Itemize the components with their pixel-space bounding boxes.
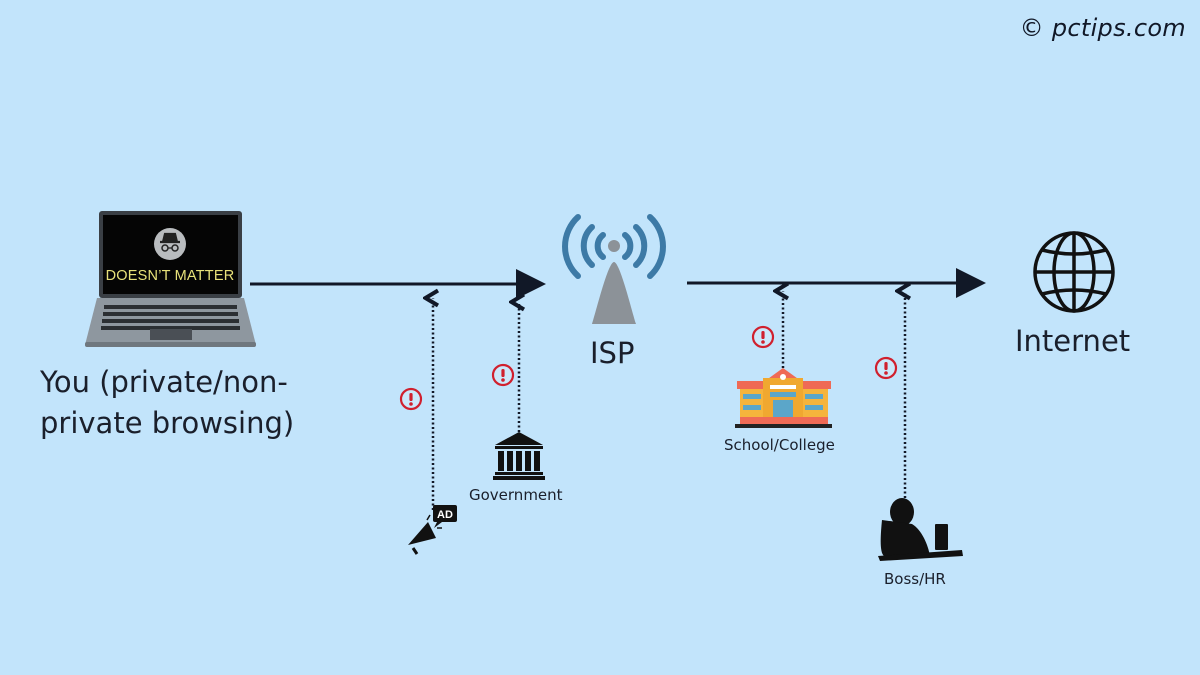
boss-label: Boss/HR (884, 570, 946, 588)
government-label: Government (469, 486, 563, 504)
laptop-incognito-icon (85, 211, 256, 347)
warning-icon (874, 356, 898, 380)
incognito-icon (154, 228, 186, 260)
megaphone-ad-icon: AD (408, 505, 457, 555)
government-building-icon (493, 432, 545, 480)
warning-icon (751, 325, 775, 349)
school-label: School/College (724, 436, 835, 454)
internet-label: Internet (1015, 324, 1131, 358)
ad-badge: AD (437, 509, 453, 521)
you-label: You (private/non- private browsing) (40, 362, 294, 444)
isp-label: ISP (590, 336, 635, 370)
globe-icon (1033, 231, 1115, 313)
you-label-line-2: private browsing) (40, 406, 295, 440)
watermark: © pctips.com (1019, 14, 1186, 42)
antenna-icon (562, 214, 666, 324)
you-label-line-1: You (private/non- (40, 365, 288, 399)
warning-icon (399, 387, 423, 411)
boss-silhouette-icon (878, 498, 963, 561)
screen-text: DOESN’T MATTER (106, 268, 235, 284)
school-building-icon (735, 368, 832, 428)
warning-icon (491, 363, 515, 387)
